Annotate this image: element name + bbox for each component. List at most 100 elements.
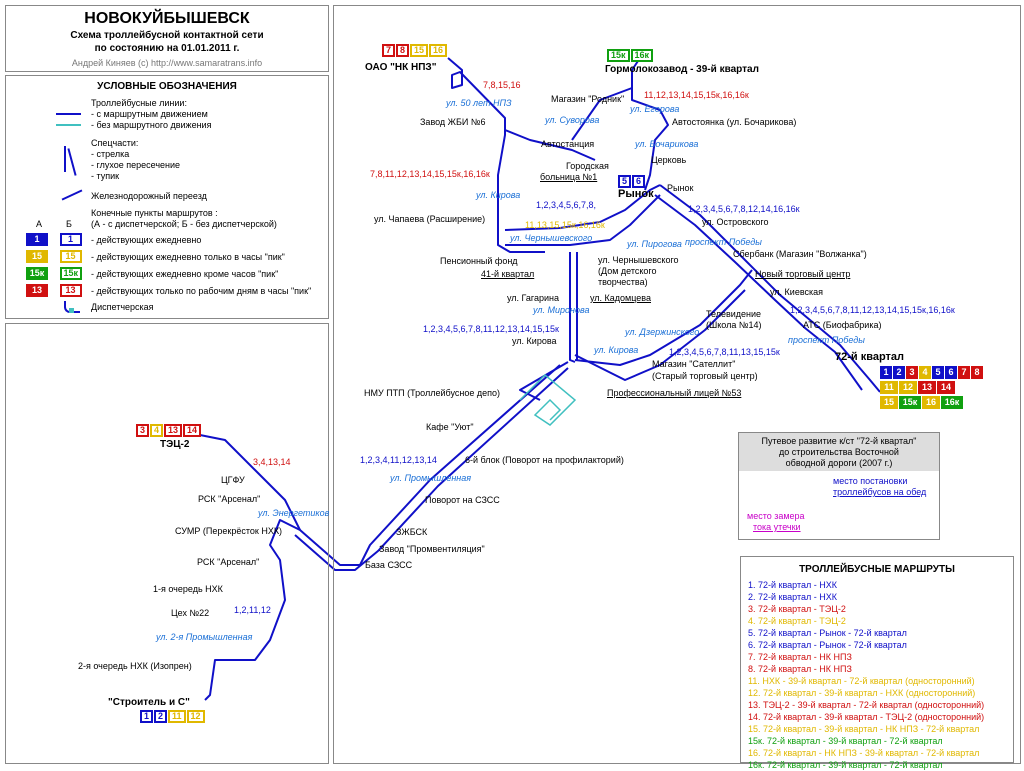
route-item: 14. 72-й квартал - 39-й квартал - ТЭЦ-2 … [748, 712, 985, 722]
routes-satellit: 1,2,3,4,5,6,7,8,11,13,15,15к [669, 347, 780, 357]
station-kirova: ул. Кирова [512, 336, 557, 346]
badge: 13 [918, 381, 936, 394]
station-bolnica-1: Городская [566, 161, 609, 171]
station-ostrovskogo: ул. Островского [702, 217, 769, 227]
routes-bol-mid: 1,2,3,4,5,6,7,8, [536, 200, 597, 210]
station-satellit-2: (Старый торговый центр) [652, 371, 758, 381]
legend-row3: - действующих ежедневно кроме часов "пик… [91, 269, 279, 279]
legend-deadend: - тупик [91, 171, 120, 181]
routes-bol-mid2: 11,13,15,15к,16,16к [525, 220, 605, 230]
station-cerkov: Церковь [651, 155, 687, 165]
route-item: 15. 72-й квартал - 39-й квартал - НК НПЗ… [748, 724, 980, 734]
lower-frame [5, 323, 329, 764]
station-chern-3: творчества) [598, 277, 648, 287]
station-nhk2: 2-я очередь НХК (Изопрен) [78, 661, 192, 671]
badge: 8 [971, 366, 983, 379]
badge: 16 [429, 44, 448, 57]
legend-line-noroute: - без маршрутного движения [91, 120, 212, 130]
legend-row4-badges: 13 13 [26, 284, 83, 297]
station-nhk1: 1-я очередь НХК [153, 584, 223, 594]
badge: 1 [140, 710, 154, 723]
street-50let: ул. 50 лет НПЗ [446, 98, 512, 108]
legend-crossing: - глухое пересечение [91, 160, 181, 170]
badge: 1 [880, 366, 892, 379]
route-item: 15к. 72-й квартал - 39-й квартал - 72-й … [748, 736, 943, 746]
routes-tec-top: 3,4,13,14 [253, 457, 291, 467]
badge: 6 [945, 366, 957, 379]
routes-kiev: 1,2,3,4,5,6,7,8,11,12,13,14,15,15к,16,16… [790, 305, 955, 315]
station-gagarina: ул. Гагарина [507, 293, 560, 303]
legend-row3-badge-b: 15к [59, 267, 82, 280]
legend-row3-badges: 15к 15к [26, 267, 83, 280]
inset-title-3: обводной дороги (2007 г.) [785, 458, 893, 468]
station-zhbi: Завод ЖБИ №6 [420, 117, 486, 127]
street-mironova: ул. Миронова [533, 305, 590, 315]
street-pirogova: ул. Пирогова [627, 239, 682, 249]
legend-title: УСЛОВНЫЕ ОБОЗНАЧЕНИЯ [97, 81, 237, 92]
badge: 2 [893, 366, 905, 379]
badge: 3 [136, 424, 150, 437]
station-kv72: 72-й квартал [835, 351, 905, 363]
badge: 5 [932, 366, 944, 379]
routes-list-box: ТРОЛЛЕЙБУСНЫЕ МАРШРУТЫ 1. 72-й квартал -… [740, 556, 1014, 770]
line-pobedy-b [654, 194, 863, 391]
station-zhbsk: ЗЖБСК [396, 527, 428, 537]
street-pobedy-2: проспект Победы [788, 335, 865, 345]
line-npz [447, 57, 545, 253]
route-item: 6. 72-й квартал - Рынок - 72-й квартал [748, 640, 907, 650]
author: Андрей Киняев (с) http://www.samaratrans… [71, 58, 263, 68]
badge: 7 [958, 366, 970, 379]
route-item: 4. 72-й квартал - ТЭЦ-2 [748, 616, 846, 626]
legend-row2-badge-b: 15 [59, 250, 82, 263]
routes-kv41-left: 1,2,3,4,5,6,7,8,11,12,13,14,15,15к [423, 324, 559, 334]
street-prom: ул. Промышленная [390, 473, 472, 483]
page-subtitle-1: Схема троллейбусной контактной сети [70, 30, 264, 41]
station-nmu: НМУ ПТП (Троллейбусное депо) [364, 388, 500, 398]
badge: 15 [880, 396, 898, 409]
station-gormoloko: Гормолокозавод - 39-й квартал [605, 64, 759, 75]
badge: 14 [937, 381, 955, 394]
station-kv41: 41-й квартал [481, 269, 535, 279]
route-item: 16к. 72-й квартал - 39-й квартал - 72-й … [748, 760, 943, 770]
legend-line-route: - с маршрутным движением [91, 109, 208, 119]
legend-row4: - действующих только по рабочим дням в ч… [91, 286, 312, 296]
station-chern-1: ул. Чернышевского [598, 255, 679, 265]
legend-row4-badge-a: 13 [26, 284, 48, 297]
line-mironova [569, 252, 576, 363]
station-baza: База СЗСС [365, 560, 413, 570]
line-central [504, 184, 661, 231]
badge: 6 [632, 175, 646, 188]
station-nk-npz: ОАО "НК НПЗ" [365, 62, 437, 73]
inset-place-1: место постановки [833, 476, 908, 486]
street-pobedy-1: проспект Победы [685, 237, 762, 247]
header-box: НОВОКУЙБЫШЕВСК Схема троллейбусной конта… [5, 5, 329, 72]
station-ats: АТС (Биофабрика) [803, 320, 882, 330]
legend-row2-badges: 15 15 [26, 250, 83, 263]
station-chapaeva: ул. Чапаева (Расширение) [374, 214, 486, 224]
legend-lines-title: Троллейбусные линии: [91, 98, 187, 108]
station-promvent: Завод "Промвентиляция" [379, 544, 485, 554]
inset-title-2: до строительства Восточной [779, 447, 899, 457]
route-item: 1. 72-й квартал - НХК [748, 580, 837, 590]
station-rynok-terminal: Рынок [618, 188, 654, 200]
badge: 2 [154, 710, 168, 723]
routes-uyut: 1,2,3,4,11,12,13,14 [360, 455, 437, 465]
routes-bol-left: 7,8,11,12,13,14,15,15к,16,16к [370, 169, 490, 179]
badge: 5 [618, 175, 632, 188]
badge: 11 [880, 381, 898, 394]
badge: 8 [396, 44, 410, 57]
station-uyut: Кафе "Уют" [426, 422, 474, 432]
station-bolnica-2: больница №1 [540, 172, 598, 182]
badge: 14 [183, 424, 202, 437]
badge: 15к [899, 396, 921, 409]
badge: 15к [607, 49, 630, 62]
depot-loop [519, 373, 577, 426]
routes-ceh22: 1,2,11,12 [234, 605, 271, 615]
routes-list-title: ТРОЛЛЕЙБУСНЫЕ МАРШРУТЫ [799, 564, 955, 575]
legend-col-a: А [36, 219, 43, 229]
